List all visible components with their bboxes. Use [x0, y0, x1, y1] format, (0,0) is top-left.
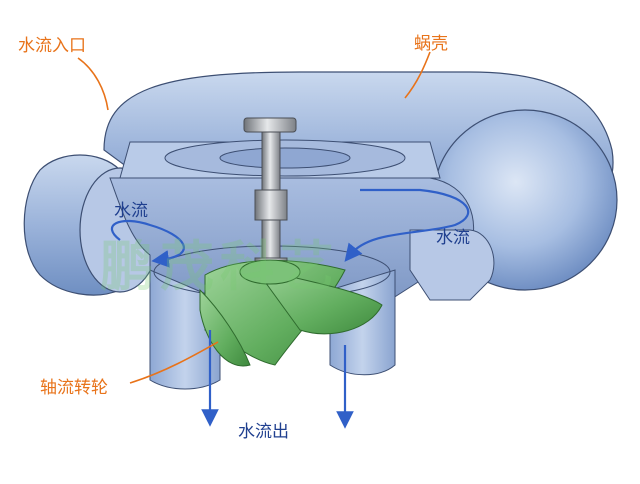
axial-runner-label: 轴流转轮	[40, 378, 108, 398]
leader-volute	[404, 51, 431, 99]
flow-arrows	[111, 188, 470, 429]
water-inlet-label: 水流入口	[18, 36, 86, 56]
water-outlet-label: 水流出	[238, 422, 289, 442]
leader-water-inlet	[77, 57, 109, 111]
flow-arrow-left-swirl	[111, 220, 185, 268]
water-flow-left-label: 水流	[114, 201, 148, 221]
watermark: 鹏茂科艺	[100, 235, 340, 298]
flow-arrow-right-swirl	[344, 188, 470, 262]
volute-label: 蜗壳	[414, 34, 448, 54]
leader-axial-runner	[129, 341, 219, 384]
water-flow-right-label: 水流	[436, 228, 470, 248]
axial-runner	[199, 259, 383, 367]
leader-lines	[77, 51, 431, 384]
